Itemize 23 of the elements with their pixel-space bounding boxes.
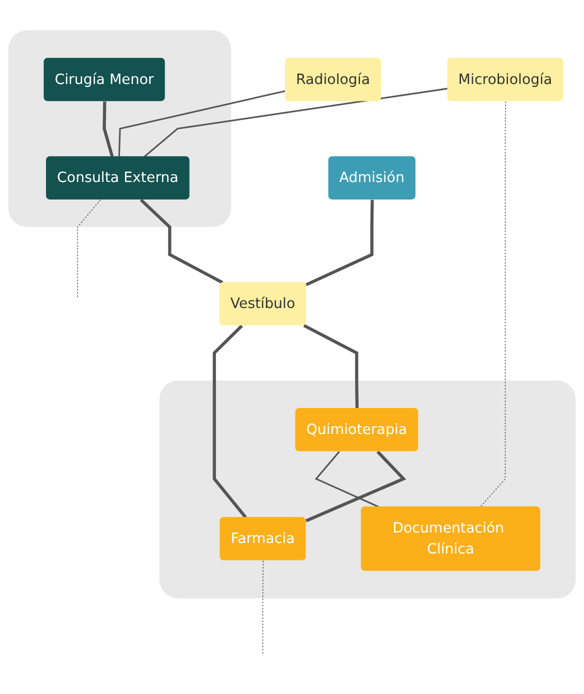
node-box: Farmacia (220, 516, 306, 560)
connector (262, 560, 264, 654)
node-box: Vestíbulo (219, 282, 306, 325)
connector (140, 198, 224, 284)
cluster (8, 30, 232, 227)
connector (77, 199, 101, 298)
connector (118, 90, 286, 156)
connector (212, 324, 247, 518)
connector (480, 100, 506, 507)
cluster (159, 380, 576, 598)
connector (306, 199, 374, 286)
connector (144, 87, 448, 157)
connector (102, 101, 114, 157)
node-box: Admisión (328, 156, 416, 200)
node-box: Quimioterapia (295, 408, 418, 451)
node-box: Radiología (285, 57, 382, 101)
node-box: Documentación Clínica (360, 506, 540, 570)
node-box: Consulta Externa (46, 156, 190, 200)
node-box: Cirugía Menor (44, 57, 165, 101)
connector (306, 450, 406, 522)
connector (303, 324, 359, 408)
connector (314, 450, 379, 508)
node-box: Microbiología (447, 57, 564, 101)
